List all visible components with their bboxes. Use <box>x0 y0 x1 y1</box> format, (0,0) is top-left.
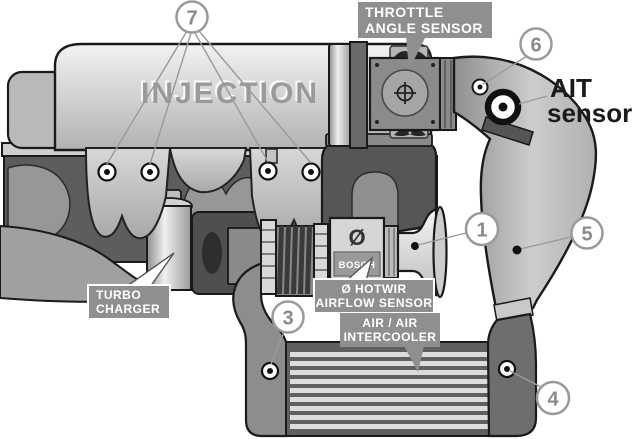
plenum-arch <box>351 171 399 227</box>
label-line: INTERCOOLER <box>344 330 437 344</box>
label-line: AIRFLOW SENSOR <box>316 296 433 310</box>
horn-flange <box>432 205 448 299</box>
intercooler-slats <box>290 352 488 429</box>
label-ait-sensor: AIT sensor <box>547 73 632 128</box>
label-air-intercooler: AIR / AIR INTERCOOLER <box>340 313 440 372</box>
turbo-housing-slot <box>202 232 222 274</box>
label-line: THROTTLE <box>365 4 444 20</box>
callout-7-number: 7 <box>186 8 197 30</box>
label-throttle-angle-sensor: THROTTLE ANGLE SENSOR <box>358 2 492 70</box>
ait-sensor-center <box>498 102 508 112</box>
label-box <box>87 284 171 320</box>
duct-collar-band <box>481 116 534 146</box>
crosshair-icon <box>394 82 416 104</box>
throttle-body-assembly <box>320 41 457 235</box>
label-box <box>313 278 435 314</box>
label-line: AIR / AIR <box>362 316 417 330</box>
ait-label-line2: sensor <box>547 98 632 128</box>
diameter-symbol-icon: Ø <box>348 225 365 250</box>
engine-cover-text-highlight: INJECTION <box>139 75 317 108</box>
sensor-outlet-collar <box>383 225 399 279</box>
callout-5: 5 <box>570 216 604 250</box>
callout-3: 3 <box>271 300 305 334</box>
bellows-hose <box>260 219 329 297</box>
label-pointer <box>404 346 424 372</box>
intake-horn <box>396 207 438 297</box>
label-line: Ø HOTWIR <box>341 282 406 296</box>
callout-1-target-dot <box>411 242 419 250</box>
label-line: ANGLE SENSOR <box>365 20 483 36</box>
wing-nut-top <box>394 50 426 59</box>
label-hotwire-airflow-sensor: Ø HOTWIR AIRFLOW SENSOR <box>313 255 435 314</box>
leader-lines <box>106 30 572 389</box>
callout-5-number: 5 <box>581 224 592 246</box>
label-pointer <box>406 36 426 70</box>
label-turbo-charger: TURBO CHARGER <box>87 252 175 320</box>
callout-4-number: 4 <box>547 389 559 411</box>
callout-1: 1 <box>464 211 500 247</box>
text-labels: THROTTLE ANGLE SENSOR TURBO CHARGER Ø HO… <box>87 2 632 372</box>
callout-3-number: 3 <box>282 308 293 330</box>
intake-duct-right <box>452 55 598 323</box>
bellows-pleats <box>277 226 312 294</box>
label-line: TURBO <box>96 288 141 302</box>
label-box <box>340 313 440 347</box>
label-line: CHARGER <box>96 302 160 316</box>
throttle-inlet-housing <box>328 43 352 147</box>
throttle-flange-strip <box>349 41 368 149</box>
callout-7: 7 <box>175 0 209 34</box>
callout-5-target-dot <box>512 245 522 255</box>
callout-6-number: 6 <box>530 35 541 57</box>
bosch-logo-text: BOSCH <box>339 260 376 271</box>
hose-clamp-left <box>260 219 277 295</box>
runner-center-arch <box>168 147 248 194</box>
label-box <box>358 2 492 38</box>
callout-4: 4 <box>535 380 571 416</box>
intercooler <box>260 312 538 438</box>
callouts: 7 6 1 5 3 4 <box>175 0 604 416</box>
injector-points <box>97 161 321 182</box>
callout-1-number: 1 <box>476 220 487 242</box>
callout-6: 6 <box>519 27 553 61</box>
ait-label-line1: AIT <box>550 73 592 103</box>
